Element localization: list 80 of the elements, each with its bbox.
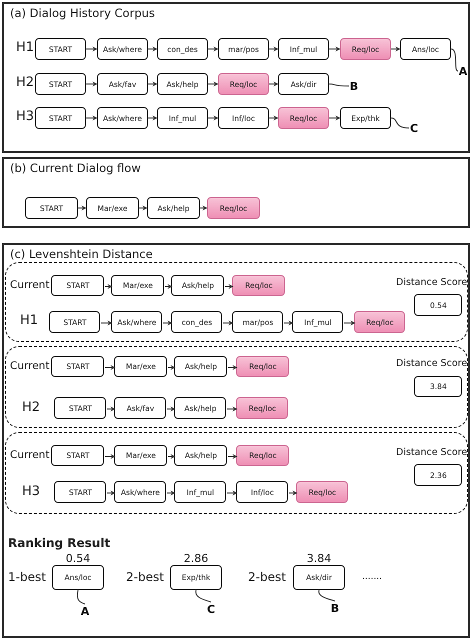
arrow [228,454,238,459]
row-label: H1 [16,40,34,55]
row-label: H3 [16,109,34,124]
score-heading: Distance Score [396,358,468,369]
callout-letter: B [330,601,340,615]
leader-line [318,590,336,602]
arrow [268,82,278,86]
row-label: H1 [20,313,38,328]
score-heading: Distance Score [396,447,468,458]
dashed-group-frame [5,262,468,342]
rank-label: 2-best [126,570,164,584]
callout-letter: A [80,604,90,618]
panel-frame [2,243,470,638]
arrow [164,284,172,289]
row-label: H3 [22,484,40,499]
leader-line [76,590,86,604]
arrow [208,46,218,52]
row-label: H2 [22,400,40,415]
panel-frame [2,2,470,153]
distance-value: 2.86 [182,552,210,565]
arrow [168,454,176,459]
arrow [208,116,218,120]
arrow [162,320,172,326]
arrow [86,82,98,86]
arrow [328,116,340,120]
arrow [226,406,238,412]
arrow [328,46,340,52]
arrow [166,406,176,412]
arrow [138,206,148,210]
arrow [106,406,116,412]
arrow [390,46,400,52]
leader-line [195,590,212,602]
leader-line [450,48,458,72]
distance-value: 0.54 [64,552,92,565]
panel-title: (b) Current Dialog flow [10,161,141,175]
rank-label: 2-best [248,570,286,584]
arrow [268,116,278,120]
arrow [148,46,158,52]
arrow [268,46,278,52]
row-label: Current [10,449,50,461]
panel-title: (a) Dialog History Corpus [10,6,155,20]
dashed-group-frame [5,346,468,428]
arrow [284,320,294,326]
arrow [106,490,116,496]
arrow [100,320,112,326]
rank-label: 1-best [8,570,46,584]
arrow [104,454,116,459]
arrow [228,365,238,370]
panel-title: (c) Levenshtein Distance [10,247,153,261]
leader-line [328,84,350,86]
callout-letter: B [349,79,359,93]
callout-letter: C [409,121,419,135]
arrow [104,365,116,370]
arrow [288,490,298,496]
callout-letter: C [206,602,216,616]
row-label: Current [10,279,50,291]
distance-value: 3.84 [306,552,332,565]
arrow [166,490,176,496]
arrow [208,82,218,86]
leader-line [390,118,410,128]
score-heading: Distance Score [396,277,468,288]
arrow [86,116,98,120]
arrow [168,365,176,370]
callout-letter: A [458,64,468,78]
section-heading: Ranking Result [8,536,110,550]
arrow [86,46,98,52]
arrow [148,116,158,120]
arrow [224,284,234,289]
arrow [148,82,158,86]
arrow [78,206,86,210]
arrow [344,320,356,326]
arrow [104,284,112,289]
dashed-group-frame [5,432,468,514]
arrow [226,490,238,496]
arrow [222,320,234,326]
row-label: Current [10,360,50,372]
ellipsis: ....... [362,572,382,582]
arrow [200,206,208,210]
row-label: H2 [16,75,34,90]
panel-frame [2,157,470,228]
